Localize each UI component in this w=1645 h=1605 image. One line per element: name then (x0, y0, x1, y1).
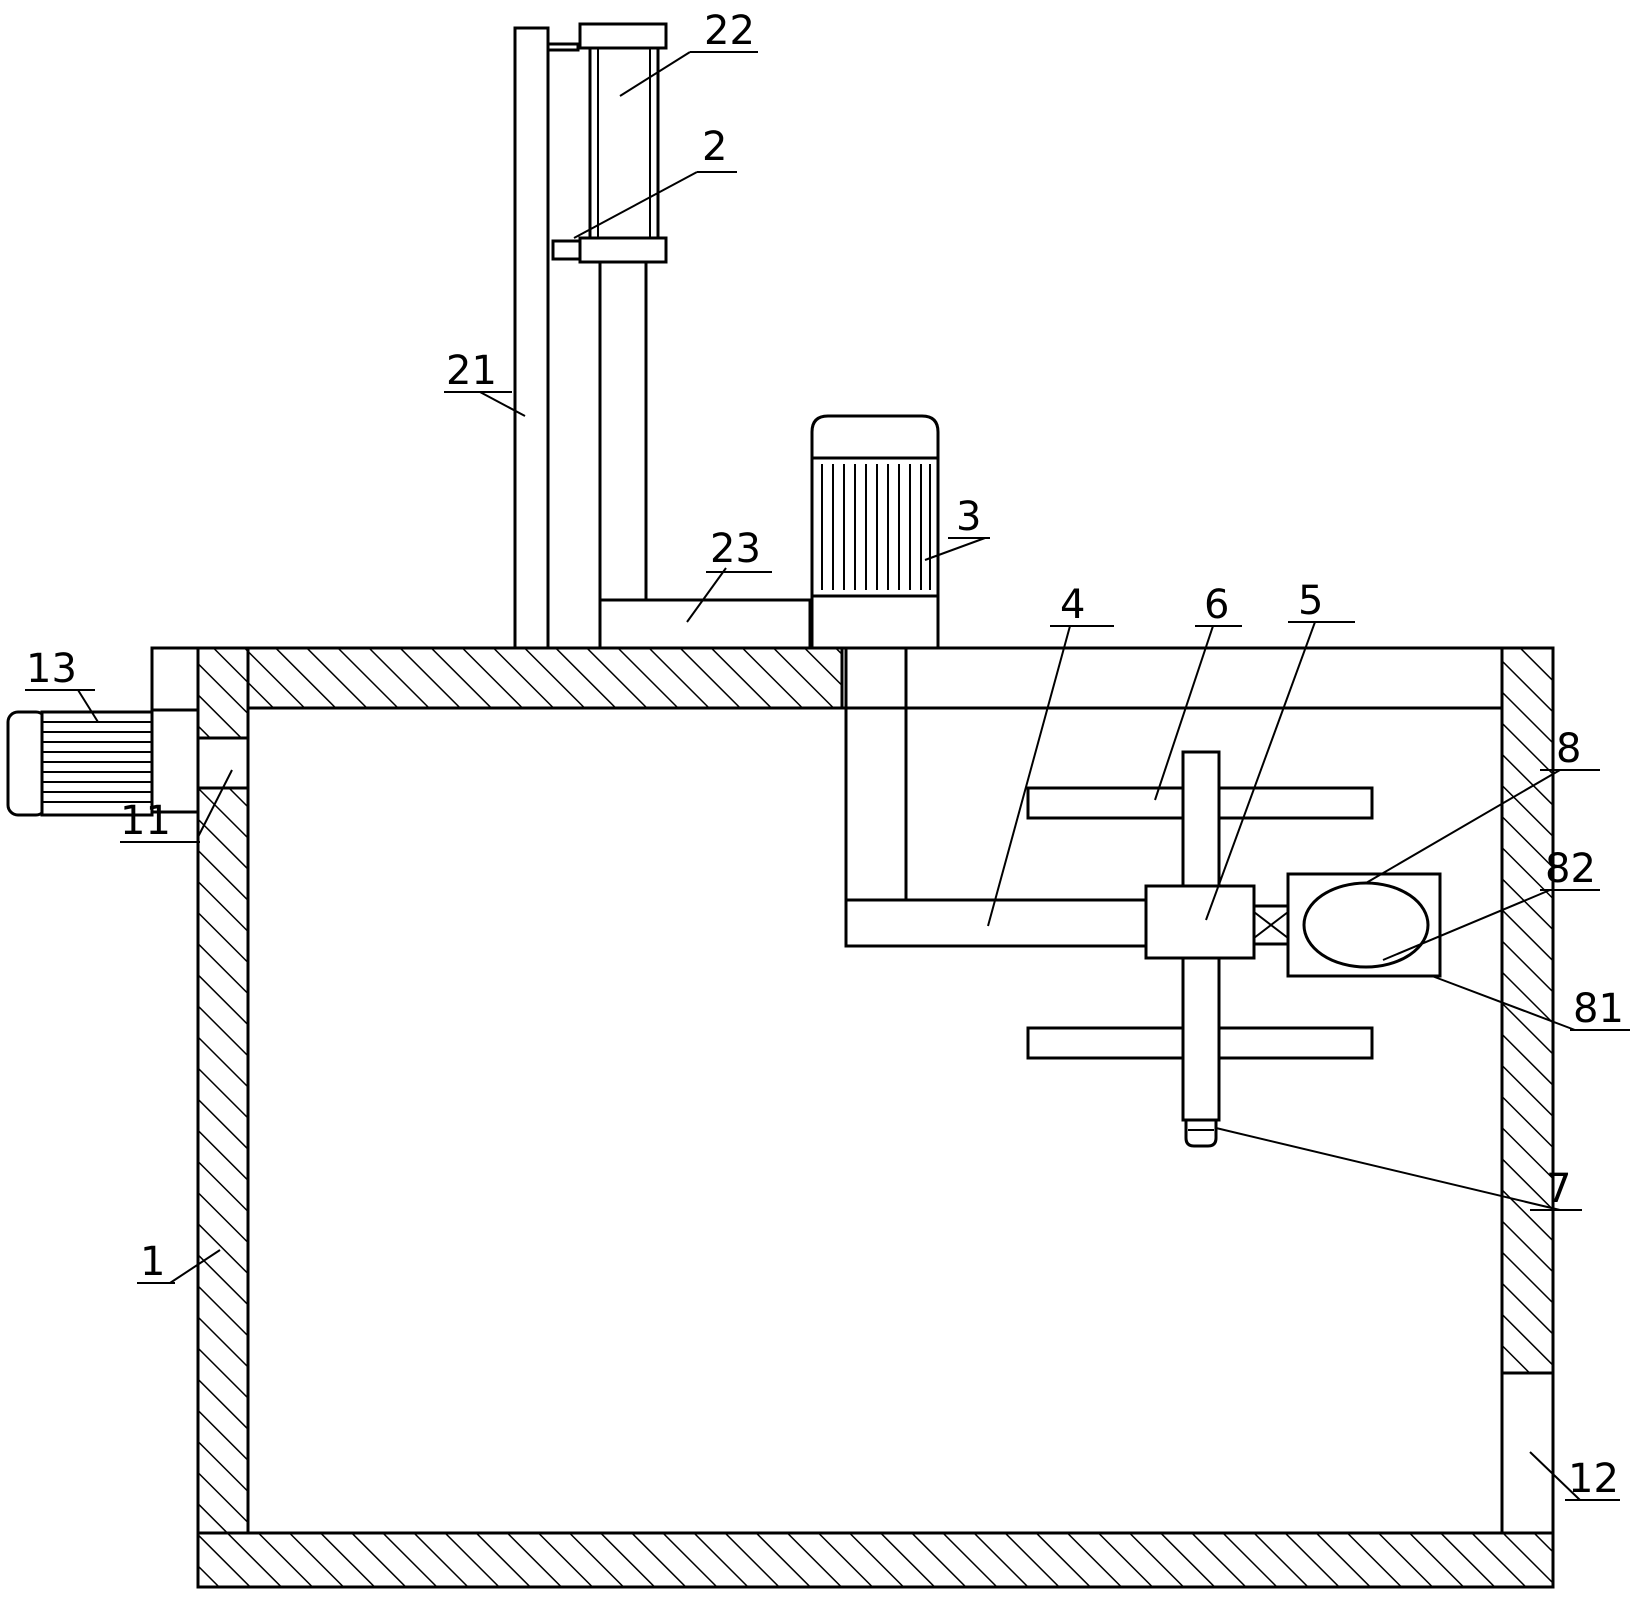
label-23: 23 (710, 526, 761, 572)
top-motor-cap (810, 414, 940, 460)
lift-assembly (513, 22, 812, 650)
label-13: 13 (26, 646, 77, 692)
label-3: 3 (956, 494, 981, 540)
top-motor-base (810, 594, 940, 650)
label-21: 21 (446, 348, 497, 394)
motor-mount-flange (150, 646, 200, 814)
outlet-port (1500, 1371, 1555, 1535)
shaft-tip (1184, 1118, 1218, 1148)
tank-left-wall-upper (196, 646, 250, 740)
label-22: 22 (704, 8, 755, 54)
label-6: 6 (1204, 582, 1229, 628)
tank-bottom-wall (196, 1531, 1555, 1589)
top-motor-fins (821, 464, 931, 590)
tank-left-wall-lower (196, 786, 250, 1535)
cross-beam (598, 598, 812, 650)
tank-chamber (246, 706, 1504, 1535)
side-motor-endcap (6, 710, 48, 817)
arm-vertical (844, 646, 908, 902)
cylinder-bottom-cap (578, 236, 668, 264)
top-motor (810, 414, 940, 650)
label-5: 5 (1298, 578, 1323, 624)
tank-body (150, 646, 1555, 1589)
side-motor-fins (42, 721, 152, 803)
label-12: 12 (1568, 1456, 1619, 1502)
label-8: 8 (1556, 726, 1581, 772)
side-motor-body (40, 710, 154, 817)
hub-block (1144, 884, 1256, 960)
eccentric-mass (1302, 881, 1430, 969)
tank-top-wall (246, 646, 844, 710)
support-column (513, 26, 550, 650)
tank-top-right-frame (840, 646, 1504, 710)
label-82: 82 (1545, 846, 1596, 892)
inlet-port (196, 736, 250, 790)
label-1: 1 (140, 1239, 165, 1285)
cylinder-barrel (588, 46, 660, 240)
stirrer (1026, 750, 1374, 1148)
side-motor (6, 708, 198, 817)
cylinder-top-cap (578, 22, 668, 50)
leader-lines (25, 51, 1630, 1501)
reference-labels: 1 2 3 4 5 6 7 8 11 12 13 21 22 23 81 82 (26, 8, 1624, 1502)
label-7: 7 (1546, 1166, 1571, 1212)
label-81: 81 (1573, 986, 1624, 1032)
vibration-unit (1252, 872, 1442, 978)
label-2: 2 (702, 124, 727, 170)
label-11: 11 (120, 798, 171, 844)
arm-horizontal (844, 898, 1148, 948)
label-4: 4 (1060, 582, 1085, 628)
piston-rod (598, 260, 648, 602)
top-motor-body (810, 456, 940, 598)
tank-right-wall (1500, 646, 1555, 1375)
